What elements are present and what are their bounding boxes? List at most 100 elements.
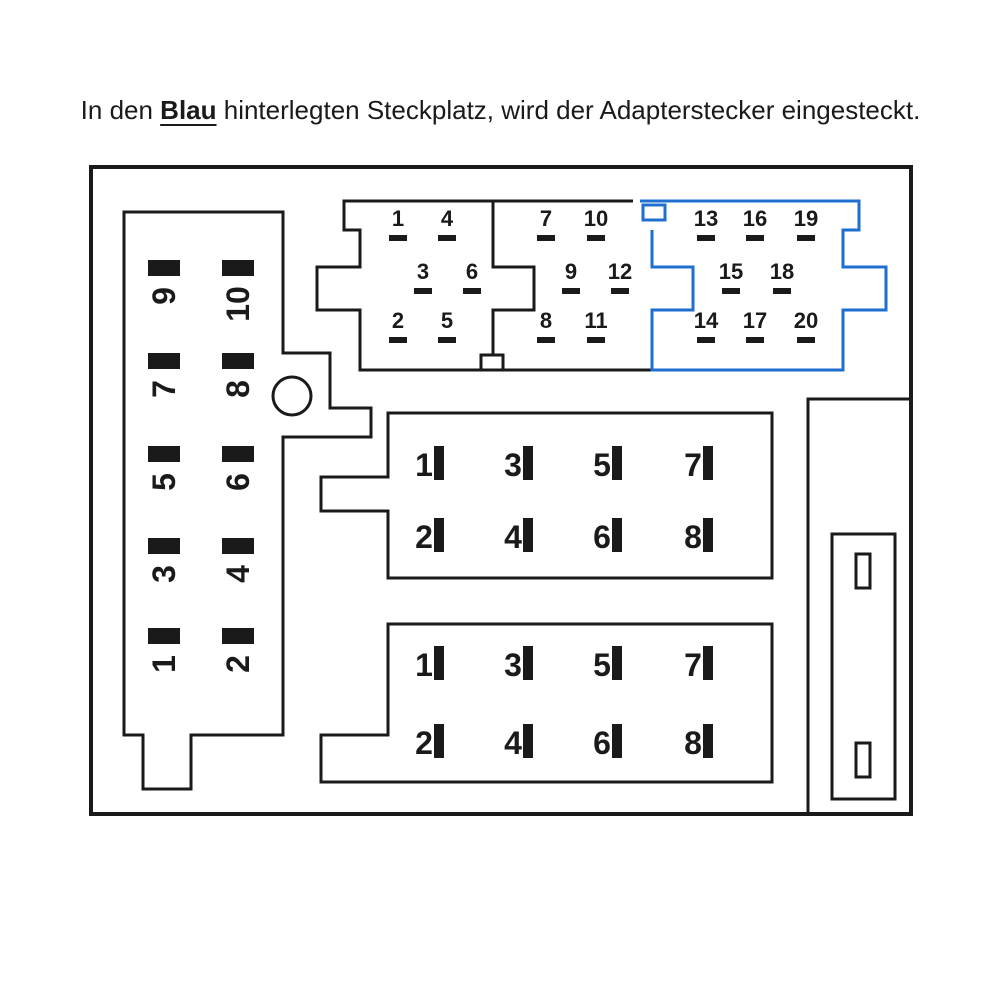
quadlock-left-pin-contact [438, 337, 456, 343]
iso-lower-pin-contact [612, 724, 622, 758]
quadlock-blue-pin-contact [722, 288, 740, 294]
iso-upper-outline [319, 411, 774, 580]
iso-lower-pin-contact [612, 646, 622, 680]
quadlock-left-pins: 1 4 3 6 2 5 [389, 206, 481, 343]
iso-lower-pin-label: 4 [504, 725, 522, 761]
iso-lower-pin-contact [434, 724, 444, 758]
vertical-block-pin-label: 2 [220, 655, 256, 673]
vertical-block-pin-contact [222, 446, 254, 462]
quadlock-blue-pin-label: 15 [719, 259, 743, 284]
iso-upper-pin-contact [523, 446, 533, 480]
iso-upper-pin-contact [434, 446, 444, 480]
vertical-block-pin-contact [148, 628, 180, 644]
quadlock-left-pin-label: 5 [441, 308, 453, 333]
iso-lower-pin-contact [703, 646, 713, 680]
quadlock-blue-pin-contact [746, 235, 764, 241]
iso-upper-pin-contact [612, 446, 622, 480]
quadlock-left-pin-contact [438, 235, 456, 241]
quadlock-blue-outline [640, 199, 888, 372]
iso-upper-pin-label: 7 [684, 447, 702, 483]
vertical-block-pin-label: 6 [220, 473, 256, 491]
iso-lower-pin-label: 3 [504, 647, 522, 683]
iso-upper-pin-label: 2 [415, 519, 433, 555]
vertical-block-pin-label: 1 [146, 655, 182, 673]
quadlock-left-pin-label: 1 [392, 206, 404, 231]
quadlock-middle-pin-label: 7 [540, 206, 552, 231]
vertical-block-pin-contact [148, 538, 180, 554]
quadlock-blue-pin-contact [697, 235, 715, 241]
iso-upper-pin-contact [434, 518, 444, 552]
vertical-block-pin-contact [222, 260, 254, 276]
vertical-block-pin-label: 4 [220, 565, 256, 583]
iso-lower-pin-label: 5 [593, 647, 611, 683]
side-connector-outline [830, 532, 897, 801]
quadlock-left-pin-label: 4 [441, 206, 454, 231]
vertical-block-pin-label: 8 [220, 380, 256, 398]
quadlock-left-pin-label: 2 [392, 308, 404, 333]
iso-lower-pin-label: 8 [684, 725, 702, 761]
quadlock-blue-pin-label: 19 [794, 206, 818, 231]
iso-upper-pin-label: 4 [504, 519, 522, 555]
iso-upper-pin-contact [612, 518, 622, 552]
quadlock-blue-pin-contact [697, 337, 715, 343]
quadlock-middle-pin-contact [587, 235, 605, 241]
quadlock-middle-pin-contact [562, 288, 580, 294]
iso-lower-pin-contact [703, 724, 713, 758]
quadlock-middle-pin-label: 9 [565, 259, 577, 284]
quadlock-middle-pin-label: 10 [584, 206, 608, 231]
quadlock-left-outline [315, 199, 652, 372]
side-contact-upper [854, 552, 872, 590]
quadlock-middle-pin-label: 11 [584, 308, 607, 333]
vertical-block-pin-label: 10 [220, 286, 256, 322]
side-section-outline [806, 397, 911, 814]
quadlock-left-pin-contact [389, 337, 407, 343]
quadlock-left-pin-contact [414, 288, 432, 294]
quadlock-left-pin-label: 6 [466, 259, 478, 284]
quadlock-left-pin-contact [389, 235, 407, 241]
vertical-block-pin-label: 5 [146, 473, 182, 491]
iso-lower-pin-contact [434, 646, 444, 680]
iso-upper-pin-label: 3 [504, 447, 522, 483]
quadlock-blue-pin-label: 14 [694, 308, 719, 333]
quadlock-key-tab [479, 353, 505, 372]
vertical-block-pin-label: 9 [146, 287, 182, 305]
quadlock-blue-pin-label: 18 [770, 259, 794, 284]
vertical-block-outline [122, 210, 373, 791]
quadlock-middle-pin-label: 8 [540, 308, 552, 333]
quadlock-blue-pin-label: 17 [743, 308, 767, 333]
iso-upper-pin-contact [703, 518, 713, 552]
iso-lower-pin-label: 1 [415, 647, 433, 683]
vertical-block-pin-contact [222, 628, 254, 644]
quadlock-blue-pin-contact [797, 337, 815, 343]
quadlock-blue-pin-contact [773, 288, 791, 294]
vertical-block-pin-contact [222, 353, 254, 369]
quadlock-blue-pin-contact [797, 235, 815, 241]
iso-upper-pin-contact [523, 518, 533, 552]
quadlock-middle-pin-contact [537, 235, 555, 241]
quadlock-blue-pin-label: 16 [743, 206, 767, 231]
iso-lower-pin-label: 6 [593, 725, 611, 761]
quadlock-left-pin-contact [463, 288, 481, 294]
iso-lower-pin-label: 2 [415, 725, 433, 761]
vertical-block-pin-label: 3 [146, 565, 182, 583]
iso-upper-pin-label: 1 [415, 447, 433, 483]
housing-outline [89, 165, 913, 816]
iso-upper-pin-label: 8 [684, 519, 702, 555]
quadlock-middle-pin-contact [537, 337, 555, 343]
quadlock-blue-pin-label: 13 [694, 206, 718, 231]
quadlock-blue-pin-contact [746, 337, 764, 343]
vertical-block-pins: 9 10 7 8 5 6 3 4 1 2 [146, 260, 256, 673]
vertical-block-pin-label: 7 [146, 380, 182, 398]
vertical-block-pin-contact [148, 446, 180, 462]
vertical-block-pin-contact [148, 260, 180, 276]
iso-upper-pin-label: 6 [593, 519, 611, 555]
quadlock-middle-pin-contact [611, 288, 629, 294]
quadlock-left-pin-label: 3 [417, 259, 429, 284]
caption: In den Blau hinterlegten Steckplatz, wir… [0, 95, 1001, 126]
iso-lower-pin-label: 7 [684, 647, 702, 683]
vertical-block-pin-contact [222, 538, 254, 554]
side-contact-lower [854, 741, 872, 779]
caption-highlight-word: Blau [160, 95, 217, 125]
